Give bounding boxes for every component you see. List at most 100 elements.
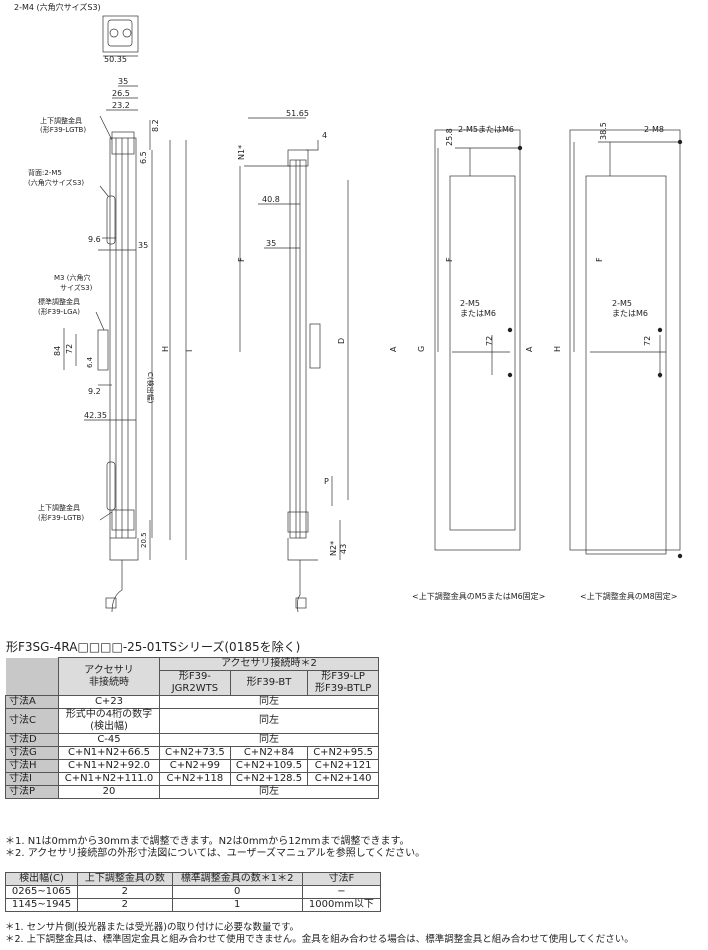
table-row: 寸法I C+N1+N2+111.0 C+N2+118 C+N2+128.5 C+… <box>5 772 379 786</box>
cell: 1000mm以下 <box>301 898 382 912</box>
cell-line2: (検出幅) <box>90 721 128 732</box>
letter-n1: N1* <box>237 145 246 160</box>
m8-letter-a: A <box>525 346 534 352</box>
letter-d: D <box>337 338 346 344</box>
caption-m8: <上下調整金具のM8固定> <box>580 592 678 601</box>
letter-p: P <box>324 477 329 486</box>
table-row: 寸法C 形式中の4桁の数字 (検出幅) 同左 <box>5 708 379 734</box>
m56-hole-mid-2: またはM6 <box>460 309 496 318</box>
m8-dim-0: 38.5 <box>599 122 608 140</box>
cell: 20 <box>58 785 160 799</box>
cell: C+N2+118 <box>159 772 231 786</box>
row-label: 寸法I <box>5 772 59 786</box>
sub-2-line1: 形F39-LP <box>321 671 365 682</box>
cell: 同左 <box>159 708 379 734</box>
corner-cell <box>5 657 59 696</box>
label-m3-2: サイズS3) <box>60 283 93 292</box>
subheader-jgr2wts: 形F39- JGR2WTS <box>159 670 231 696</box>
cell: 同左 <box>159 695 379 709</box>
dimension-table: アクセサリ 非接続時 アクセサリ接続時＊2 形F39- JGR2WTS 形F39… <box>5 657 379 799</box>
series-title: 形F3SG-4RA□□□□-25-01TSシリーズ(0185を除く) <box>6 640 301 654</box>
sub-2-line2: 形F39-BTLP <box>314 683 372 694</box>
cell: 0 <box>171 885 303 899</box>
dim-side-8: 72 <box>65 344 74 354</box>
label-upper-bracket-bottom-1: 上下調整金具 <box>38 503 80 512</box>
table-row: 寸法G C+N1+N2+66.5 C+N2+73.5 C+N2+84 C+N2+… <box>5 746 379 760</box>
notes-1: ＊1. N1は0mmから30mmまで調整できます。N2は0mmから12mmまで調… <box>5 836 425 860</box>
cell: 2 <box>77 885 173 899</box>
label-back-m5-1: 背面:2-M5 <box>28 168 62 177</box>
front-view <box>239 117 349 613</box>
t2-header: 寸法F <box>301 872 382 886</box>
m56-letter-a: A <box>389 346 398 352</box>
top-dim: 50.35 <box>104 55 127 64</box>
note-1-1: ＊1. N1は0mmから30mmまで調整できます。N2は0mmから12mmまで調… <box>5 836 410 847</box>
t2-header: 上下調整金具の数 <box>77 872 173 886</box>
m8-letter-f: F <box>595 257 604 262</box>
notes-2: ＊1. センサ片側(投光器または受光器)の取り付けに必要な数量です。 ＊2. 上… <box>5 922 634 946</box>
dim-side-4: 6.5 <box>139 151 148 164</box>
letter-f-front: F <box>237 257 246 262</box>
m8-letter-h: H <box>553 346 562 352</box>
table-row: 寸法A C+23 同左 <box>5 695 379 709</box>
dim-side-7: 84 <box>53 346 62 356</box>
cell: C+N2+73.5 <box>159 746 231 760</box>
cell: 0265~1065 <box>4 885 79 899</box>
cell: C+N2+128.5 <box>229 772 309 786</box>
dim-front-4: 43 <box>339 544 348 554</box>
cell: 2 <box>77 898 173 912</box>
cell: C+N2+109.5 <box>229 759 309 773</box>
t2-header: 標準調整金具の数＊1＊2 <box>171 872 303 886</box>
label-std-bracket-2: (形F39-LGA) <box>38 308 80 316</box>
cell-line1: 形式中の4桁の数字 <box>65 709 153 720</box>
dim-side-10: 9.2 <box>88 387 101 396</box>
m8-hole-top: 2-M8 <box>644 125 664 134</box>
row-label: 寸法H <box>5 759 59 773</box>
cell: C+N2+121 <box>307 759 379 773</box>
row-label: 寸法A <box>5 695 59 709</box>
header-no-acc-line1: アクセサリ <box>84 664 134 676</box>
dimension-drawings: 2-M4 (六角穴サイズS3) 50.35 35 26.5 23.2 8.2 6… <box>14 2 683 613</box>
cell: − <box>301 885 382 899</box>
label-std-bracket-1: 標準調整金具 <box>38 297 80 306</box>
dim-side-12: 20.5 <box>140 532 148 548</box>
letter-h: H <box>161 346 170 352</box>
label-upper-bracket-top-1: 上下調整金具 <box>40 116 82 125</box>
m8-hole-mid-1: 2-M5 <box>612 299 632 308</box>
m8-dim-1: 72 <box>643 336 652 346</box>
mount-plate-m5m6 <box>434 129 521 551</box>
cell: C+23 <box>58 695 160 709</box>
row-label: 寸法C <box>5 708 59 734</box>
side-view <box>63 85 187 613</box>
row-label: 寸法G <box>5 746 59 760</box>
cell: 形式中の4桁の数字 (検出幅) <box>58 708 160 734</box>
cell: C+N2+84 <box>229 746 309 760</box>
subheader-bt: 形F39-BT <box>229 670 309 696</box>
cell: 同左 <box>159 733 379 747</box>
sub-0-line1: 形F39- <box>178 671 211 682</box>
note-2-2: ＊2. 上下調整金具は、標準固定金具と組み合わせて使用できません。金具を組み合わ… <box>5 934 634 945</box>
cell: C+N1+N2+92.0 <box>58 759 160 773</box>
m8-hole-mid-2: またはM6 <box>612 309 648 318</box>
t2-header: 検出幅(C) <box>4 872 79 886</box>
cell: C+N1+N2+66.5 <box>58 746 160 760</box>
dim-side-3: 8.2 <box>151 119 160 132</box>
label-m3-1: M3 (六角穴 <box>54 273 90 282</box>
table-row: 寸法P 20 同左 <box>5 785 379 799</box>
m56-hole-top: 2-M5またはM6 <box>458 125 514 134</box>
note-2-1: ＊1. センサ片側(投光器または受光器)の取り付けに必要な数量です。 <box>5 922 300 933</box>
caption-m5m6: <上下調整金具のM5またはM6固定> <box>412 592 546 601</box>
dim-side-0: 35 <box>118 77 128 86</box>
cell: 同左 <box>159 785 379 799</box>
dim-side-1: 26.5 <box>112 89 130 98</box>
top-view-outline <box>102 15 139 53</box>
label-back-m5-2: (六角穴サイズS3) <box>28 178 84 187</box>
label-upper-bracket-bottom-2: (形F39-LGTB) <box>38 514 84 522</box>
sub-0-line2: JGR2WTS <box>171 683 219 694</box>
table-row: 寸法H C+N1+N2+92.0 C+N2+99 C+N2+109.5 C+N2… <box>5 759 379 773</box>
cell: C+N2+99 <box>159 759 231 773</box>
table-row: 寸法D C-45 同左 <box>5 733 379 747</box>
label-upper-bracket-top-2: (形F39-LGTB) <box>40 126 86 134</box>
m56-letter-f: F <box>445 257 454 262</box>
table-row: 1145~1945 2 1 1000mm以下 <box>4 898 382 912</box>
